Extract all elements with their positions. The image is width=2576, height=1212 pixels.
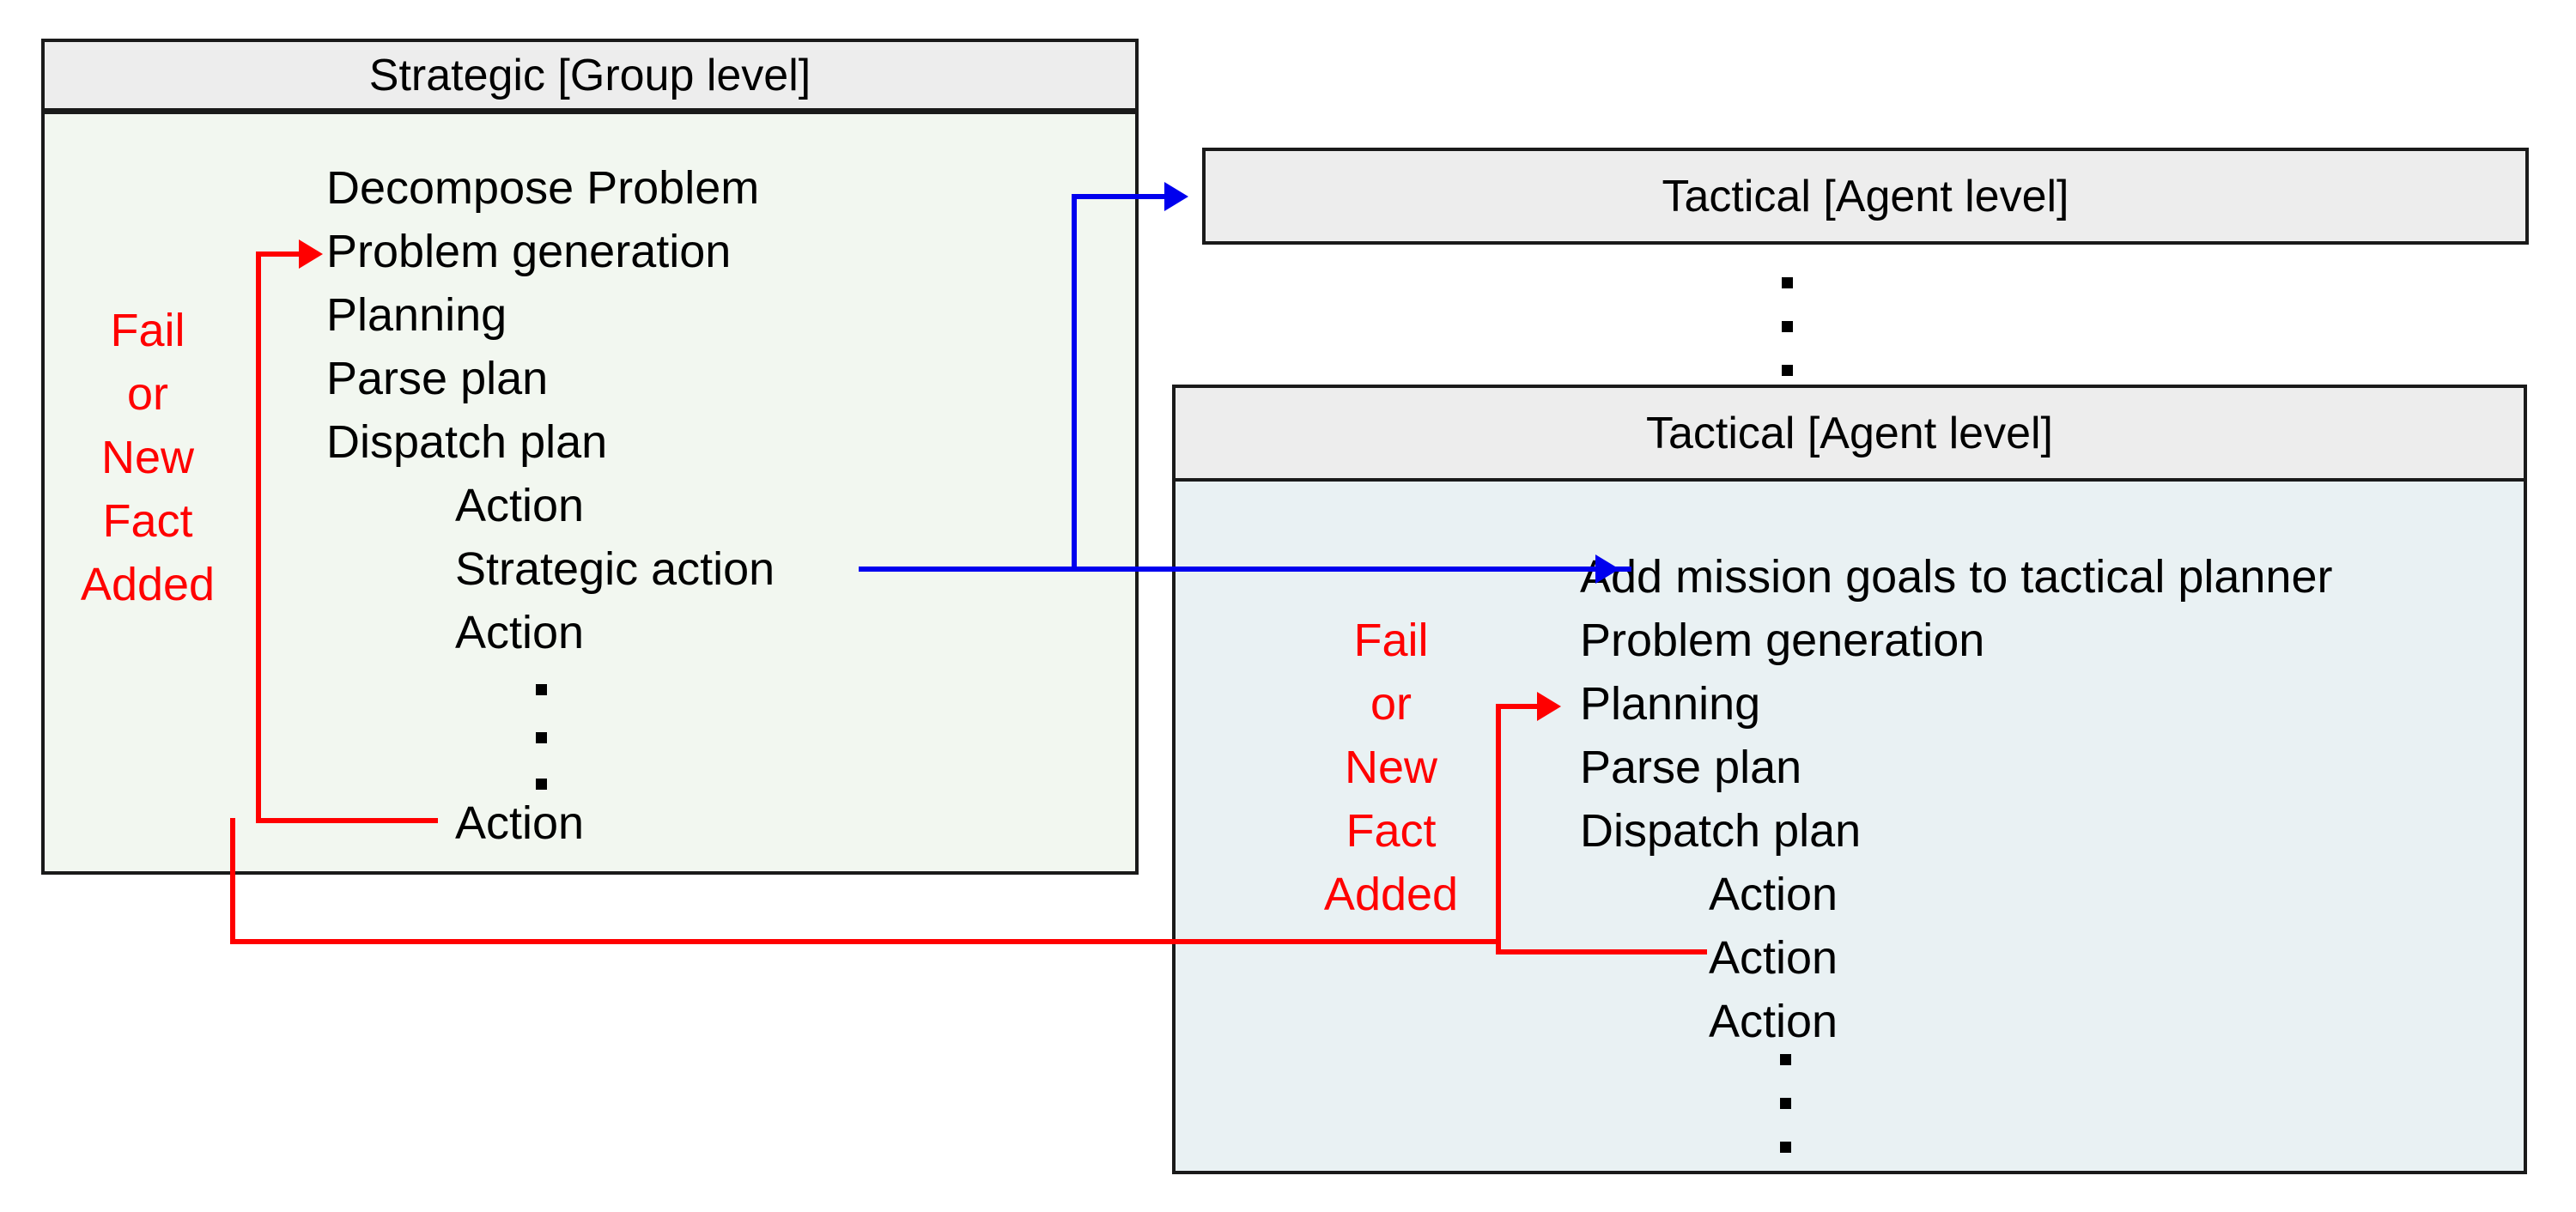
strategic-ellipsis-dot-2: [536, 732, 547, 743]
tactical-panel-1-title: Tactical [Agent level]: [1662, 171, 2069, 221]
strategic-feedback-arrowhead-icon: [299, 239, 323, 269]
tactical-panel-2-title: Tactical [Agent level]: [1645, 408, 2054, 458]
strategic-step-action-1: Action: [455, 480, 585, 531]
strategic-feedback-label-added: Added: [80, 559, 216, 610]
tactical-feedback-segment-bottom: [1496, 949, 1707, 954]
tactical-ellipsis-dot-2: [1780, 1098, 1791, 1109]
tactical-feedback-segment-vertical: [1496, 704, 1501, 952]
strategic-step-dispatch-plan: Dispatch plan: [326, 416, 608, 468]
tactical-step-add-mission-goals: Add mission goals to tactical planner: [1580, 551, 2333, 603]
strategic-step-decompose-problem: Decompose Problem: [326, 162, 760, 214]
tactical-step-parse-plan: Parse plan: [1580, 742, 1802, 793]
dispatch-arrowhead-to-tactical-2-icon: [1595, 554, 1619, 584]
dispatch-segment-horizontal-main: [859, 567, 1631, 572]
tactical-step-action-1: Action: [1709, 869, 1838, 920]
strategic-ellipsis-dot-3: [536, 779, 547, 790]
strategic-feedback-segment-top: [256, 251, 301, 257]
cross-feedback-segment-horizontal: [230, 939, 1501, 944]
tactical-feedback-label-or: or: [1370, 678, 1412, 730]
strategic-step-action-last: Action: [455, 797, 585, 849]
tactical-panel-1-header: Tactical [Agent level]: [1202, 148, 2529, 245]
strategic-feedback-segment-bottom: [256, 818, 438, 823]
strategic-feedback-label-fact: Fact: [102, 495, 193, 547]
strategic-step-planning: Planning: [326, 289, 507, 341]
strategic-panel-title: Strategic [Group level]: [368, 50, 811, 100]
tactical-step-dispatch-plan: Dispatch plan: [1580, 805, 1862, 857]
tactical-step-planning: Planning: [1580, 678, 1761, 730]
tactical-panel-2-header: Tactical [Agent level]: [1172, 385, 2527, 482]
strategic-panel-header: Strategic [Group level]: [41, 39, 1139, 112]
tactical-step-action-3: Action: [1709, 996, 1838, 1047]
tactical-feedback-label-fact: Fact: [1346, 805, 1437, 857]
tactical-panel-2-body: [1172, 478, 2527, 1174]
tactical-feedback-label-new: New: [1344, 742, 1438, 793]
between-panels-ellipsis-dot-3: [1782, 365, 1793, 376]
dispatch-segment-horizontal-branch: [1072, 194, 1166, 199]
tactical-feedback-label-added: Added: [1323, 869, 1459, 920]
strategic-panel-body: [41, 111, 1139, 875]
strategic-feedback-label-fail: Fail: [110, 305, 185, 356]
strategic-step-strategic-action: Strategic action: [455, 543, 775, 595]
cross-feedback-segment-left-vertical: [230, 818, 235, 942]
strategic-feedback-label-or: or: [126, 368, 168, 420]
tactical-step-action-2: Action: [1709, 932, 1838, 984]
between-panels-ellipsis-dot-1: [1782, 277, 1793, 288]
tactical-feedback-segment-top: [1496, 704, 1539, 709]
tactical-ellipsis-dot-3: [1780, 1142, 1791, 1153]
strategic-ellipsis-dot-1: [536, 684, 547, 695]
tactical-step-problem-generation: Problem generation: [1580, 615, 1985, 666]
dispatch-arrowhead-to-tactical-1-icon: [1164, 182, 1188, 211]
strategic-step-parse-plan: Parse plan: [326, 353, 549, 404]
dispatch-segment-vertical-branch: [1072, 194, 1077, 572]
strategic-feedback-segment-vertical: [256, 251, 261, 821]
strategic-feedback-label-new: New: [100, 432, 195, 483]
strategic-step-action-2: Action: [455, 607, 585, 658]
strategic-step-problem-generation: Problem generation: [326, 226, 732, 277]
tactical-feedback-label-fail: Fail: [1353, 615, 1429, 666]
between-panels-ellipsis-dot-2: [1782, 321, 1793, 332]
tactical-ellipsis-dot-1: [1780, 1054, 1791, 1065]
tactical-feedback-arrowhead-icon: [1537, 692, 1561, 721]
